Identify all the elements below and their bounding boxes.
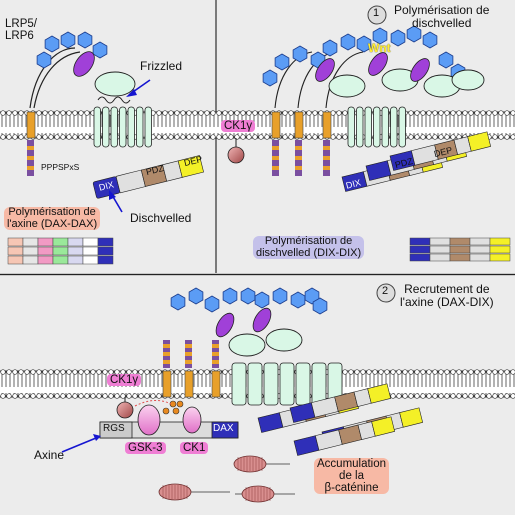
dishevelled-arrow — [109, 190, 123, 213]
dishevelled-polymer-3 — [257, 383, 424, 456]
lrp-hexagon-domains-3 — [170, 287, 328, 315]
axine-arrow — [61, 434, 101, 453]
axine-label: Axine — [34, 448, 65, 462]
lrp-label: LRP5/ LRP6 — [5, 18, 37, 43]
dishevelled-polymer-2 — [341, 131, 492, 192]
frizzled-label: Frizzled — [140, 59, 183, 73]
frizzled-receptors-3 — [215, 307, 343, 406]
wnt-label: Wnt — [368, 41, 391, 55]
dax-label: DAX — [213, 423, 234, 434]
ck1y-kinase-icon — [227, 138, 245, 164]
ck1y-label-2: CK1γ — [221, 120, 256, 132]
gsk3-icon — [137, 404, 161, 436]
frizzled-arrow — [126, 79, 151, 97]
ck1y-label-3: CK1γ — [107, 374, 142, 386]
dishevelled-label: Dischvelled — [130, 211, 192, 225]
dishevelled-polymer-strip — [409, 237, 511, 262]
membrane-top — [0, 110, 515, 140]
wnt-ligand-icon — [73, 51, 95, 77]
lrp-receptors-2 — [271, 51, 364, 176]
gsk3-label: GSK-3 — [125, 442, 166, 454]
axin-polymer-strip — [7, 237, 114, 265]
frizzled-receptor-1 — [73, 51, 152, 148]
beta-catenin-molecules — [158, 455, 295, 503]
rgs-label: RGS — [103, 423, 125, 434]
lrp-hexagon-domains — [36, 31, 108, 69]
step1-badge — [367, 5, 387, 25]
ck1-icon — [182, 406, 202, 434]
dishevelled-protein-1 — [92, 155, 204, 199]
lrp-receptors-3 — [162, 340, 221, 398]
accumulation-label: Accumulation de la β-caténine — [314, 458, 390, 495]
axin-complex — [99, 397, 239, 439]
step1-title: Polymérisation de dischvelled — [394, 3, 490, 30]
step2-badge — [376, 283, 396, 303]
frizzled-receptors-2 — [315, 52, 485, 148]
step2-number: 2 — [382, 285, 389, 297]
ppppspxs-label: PPPSPxS — [41, 162, 80, 172]
dishevelled-polymerization-label: Polymérisation de dischvelled (DIX-DIX) — [253, 235, 365, 260]
step1-number: 1 — [373, 7, 380, 19]
ck1-label: CK1 — [180, 442, 209, 454]
step2-title: Recrutement de l'axine (DAX-DIX) — [400, 282, 494, 309]
axin-polymerization-label: Polymérisation de l'axine (DAX-DAX) — [4, 206, 101, 231]
